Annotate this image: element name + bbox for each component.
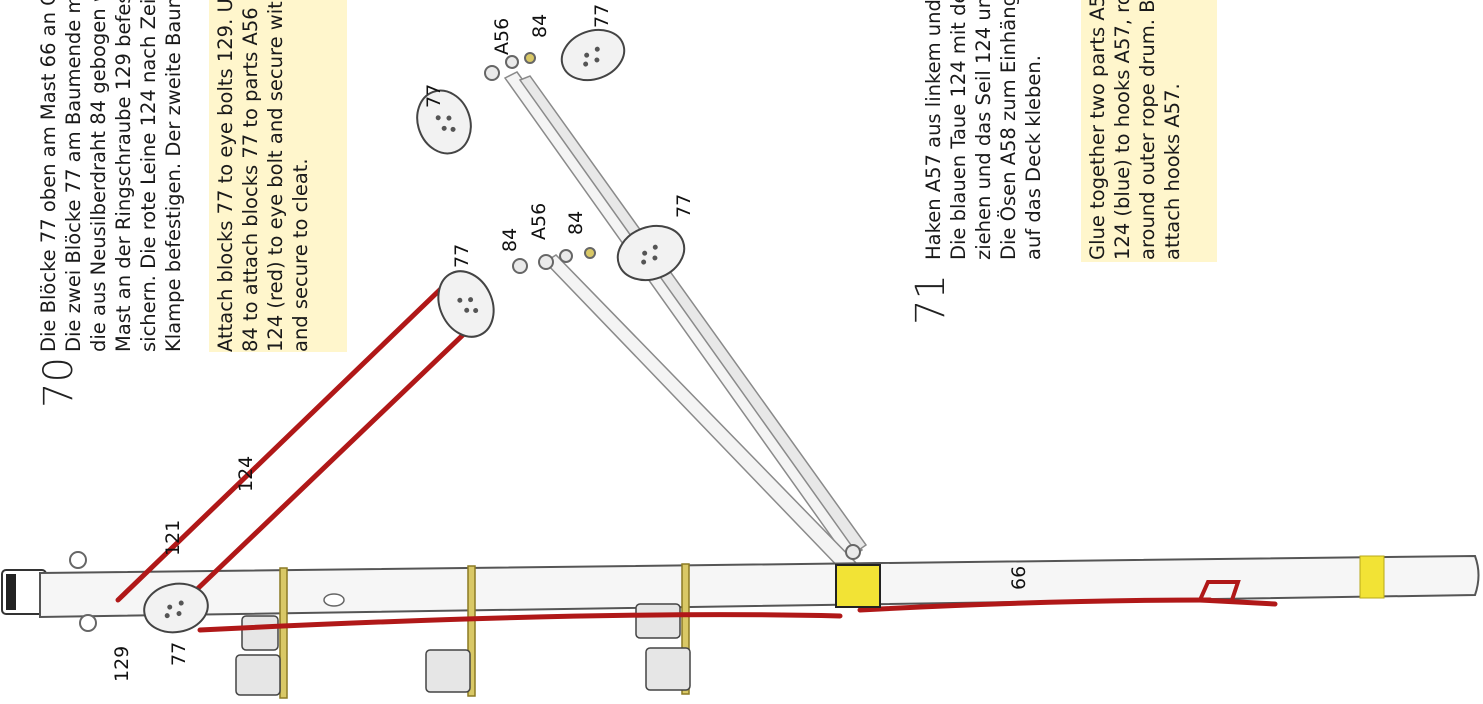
- mast-pin: [323, 593, 345, 607]
- wire-84: [524, 52, 536, 64]
- red-line-segment: [187, 329, 469, 599]
- label-block-77: 77: [591, 4, 613, 28]
- drum: [635, 603, 681, 639]
- mast-body: [39, 554, 1480, 619]
- label-wire-84: 84: [529, 14, 551, 38]
- step-71-english-line: attach hooks A57.: [1161, 83, 1184, 260]
- step-70-english-line: 124 (red) to eye bolt and secure with: [264, 0, 287, 352]
- pulley-block-77: [437, 270, 495, 338]
- part-labels: 77 A56 84 77 77 84 A56 84 77 124 121 129…: [111, 4, 1030, 682]
- pulley-block-77: [616, 224, 686, 282]
- step-71-block: 71 Haken A57 aus linkem und Die blauen T…: [908, 0, 1217, 325]
- drum: [645, 647, 691, 691]
- red-line-segment: [1197, 597, 1278, 607]
- step-70-english-highlight: [209, 0, 347, 352]
- boom-end-fitting: [845, 544, 861, 560]
- step-70-english-line: and secure to cleat.: [289, 158, 312, 352]
- mast-end-dark: [6, 574, 16, 610]
- gooseneck: [835, 564, 881, 608]
- boom-rod-upper: [503, 71, 864, 562]
- step-70-number: 70: [36, 357, 82, 408]
- ring-bottom: [79, 614, 97, 632]
- step-71-german-line: Die blauen Taue 124 mit de: [947, 0, 970, 260]
- drum: [425, 649, 471, 693]
- red-line-segment: [197, 612, 843, 633]
- fittings: [484, 52, 881, 608]
- mast: [1, 551, 1480, 632]
- step-71-english-line: 124 (blue) to hooks A57, ro: [1111, 0, 1134, 260]
- fitting-a56: [512, 258, 528, 274]
- label-wire-84: 84: [499, 228, 521, 252]
- fitting-a56: [505, 55, 519, 69]
- red-line-segment: [857, 597, 1213, 613]
- rope-drums: [235, 603, 691, 696]
- fitting-a56: [538, 254, 554, 270]
- step-71-german-line: ziehen und das Seil 124 um: [972, 0, 995, 260]
- boom-rod-upper-inner: [518, 75, 868, 554]
- step-71-number: 71: [908, 274, 954, 325]
- step-71-english-line: around outer rope drum. Be: [1136, 0, 1159, 260]
- label-fitting-a56: A56: [528, 203, 550, 240]
- wire-84: [559, 249, 573, 263]
- pulley-block-77: [560, 28, 626, 82]
- label-eye-bolt-129: 129: [111, 646, 133, 682]
- label-block-77: 77: [168, 642, 190, 666]
- step-70-german-line: Klampe befestigen. Der zweite Baum: [162, 0, 185, 352]
- boom-rod-lower: [543, 254, 860, 577]
- yellow-band: [1359, 555, 1385, 599]
- step-70-block: 70 Die Blöcke 77 oben am Mast 66 an G Di…: [36, 0, 347, 408]
- step-71-english-highlight: [1081, 0, 1217, 262]
- label-block-77: 77: [673, 194, 695, 218]
- step-71-german-line: Die Ösen A58 zum Einhäng: [997, 0, 1020, 260]
- pulley-block-77: [416, 89, 472, 155]
- step-70-german-line: Mast an der Ringschraube 129 befes: [112, 0, 135, 352]
- drum: [235, 654, 281, 696]
- label-block-77: 77: [423, 84, 445, 108]
- boom-rods: [503, 71, 868, 577]
- ring-top: [69, 551, 87, 569]
- label-line-124: 124: [235, 456, 257, 492]
- red-line-124: [115, 277, 1278, 633]
- step-71-english-line: Glue together two parts A5: [1086, 0, 1109, 260]
- pulley-block-77: [143, 582, 209, 634]
- step-70-english-line: 84 to attach blocks 77 to parts A56: [239, 7, 262, 352]
- step-70-german-line: Die Blöcke 77 oben am Mast 66 an G: [37, 0, 60, 352]
- label-block-77: 77: [451, 244, 473, 268]
- label-mast-66: 66: [1008, 566, 1030, 590]
- pulley-blocks: [143, 28, 686, 634]
- fitting-a56: [484, 65, 500, 81]
- step-71-german-line: Haken A57 aus linkem und: [922, 0, 945, 260]
- frame: [467, 565, 476, 697]
- cleat-loop: [1198, 580, 1241, 602]
- winch-frames: [279, 563, 690, 699]
- step-70-english-line: Attach blocks 77 to eye bolts 129. U: [214, 0, 237, 352]
- step-70-german-line: sichern. Die rote Leine 124 nach Zeic: [137, 0, 160, 352]
- drum: [241, 615, 279, 651]
- frame: [681, 563, 690, 695]
- step-70-german-line: die aus Neusilberdraht 84 gebogen w: [87, 0, 110, 352]
- step-70-german-line: Die zwei Blöcke 77 am Baumende mi: [62, 0, 85, 352]
- label-part-121: 121: [162, 520, 184, 556]
- step-71-german-line: auf das Deck kleben.: [1022, 55, 1045, 260]
- red-line-segment: [115, 277, 453, 603]
- label-fitting-a56: A56: [491, 18, 513, 55]
- frame: [279, 567, 288, 699]
- wire-84: [584, 247, 596, 259]
- label-wire-84: 84: [565, 211, 587, 235]
